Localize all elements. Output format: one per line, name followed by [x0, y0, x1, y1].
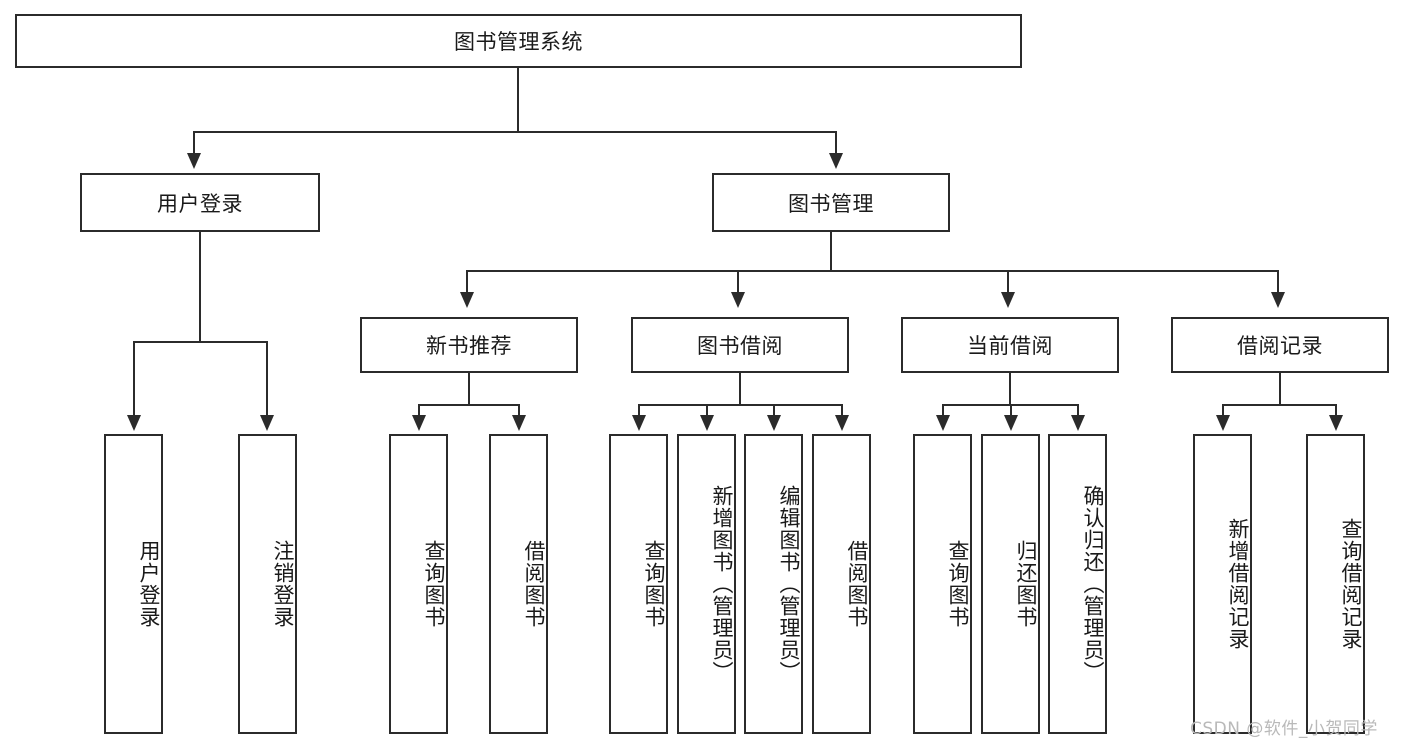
node-label: 新增借阅记录 — [1226, 518, 1250, 650]
arrowhead-cb-leaf-1 — [1004, 415, 1018, 431]
node-label: 借阅图书 — [845, 540, 869, 628]
connector-user-login-bus — [133, 341, 268, 343]
connector-bb-to-leaf-0 — [638, 404, 640, 416]
arrowhead-current-borrow — [1001, 292, 1015, 308]
connector-bm-to-book-borrow — [737, 270, 739, 293]
watermark-csdn: CSDN @软件_小贺同学 — [1190, 719, 1378, 739]
leaf-user-login-login[interactable]: 用户登录 — [104, 434, 163, 734]
node-book-management[interactable]: 图书管理 — [712, 173, 950, 232]
node-user-login[interactable]: 用户登录 — [80, 173, 320, 232]
node-label: 查询借阅记录 — [1339, 518, 1363, 650]
node-label: 查询图书 — [422, 540, 446, 628]
leaf-borrow-record-add-record[interactable]: 新增借阅记录 — [1193, 434, 1252, 734]
node-label: 用户登录 — [157, 191, 243, 216]
node-label: 当前借阅 — [967, 334, 1053, 358]
connector-nbr-bus — [418, 404, 519, 406]
arrowhead-cb-leaf-2 — [1071, 415, 1085, 431]
connector-root-stem — [517, 68, 519, 132]
arrowhead-user-login-leaf-0 — [127, 415, 141, 431]
arrowhead-bb-leaf-0 — [632, 415, 646, 431]
node-current-borrow[interactable]: 当前借阅 — [901, 317, 1119, 373]
connector-nbr-to-leaf-1 — [518, 404, 520, 416]
connector-bm-to-borrow-record — [1277, 270, 1279, 293]
node-label: 借阅记录 — [1237, 334, 1323, 358]
node-new-book-recommend[interactable]: 新书推荐 — [360, 317, 578, 373]
node-book-borrow[interactable]: 图书借阅 — [631, 317, 849, 373]
connector-book-management-stem — [830, 232, 832, 271]
connector-nbr-stem — [468, 373, 470, 405]
node-label: 借阅图书 — [522, 540, 546, 628]
leaf-current-borrow-confirm-return-admin[interactable]: 确认归还（管理员） — [1048, 434, 1107, 734]
connector-bb-bus — [638, 404, 843, 406]
node-label: 确认归还（管理员） — [1081, 485, 1105, 683]
connector-root-to-book-management — [835, 131, 837, 155]
node-borrow-record[interactable]: 借阅记录 — [1171, 317, 1389, 373]
connector-user-login-stem — [199, 232, 201, 342]
leaf-borrow-record-query-record[interactable]: 查询借阅记录 — [1306, 434, 1365, 734]
arrowhead-br-leaf-1 — [1329, 415, 1343, 431]
arrowhead-book-borrow — [731, 292, 745, 308]
arrowhead-book-management — [829, 153, 843, 169]
arrowhead-bb-leaf-1 — [700, 415, 714, 431]
connector-user-login-to-leaf-0 — [133, 341, 135, 416]
connector-cb-to-leaf-1 — [1010, 404, 1012, 416]
connector-user-login-to-leaf-1 — [266, 341, 268, 416]
arrowhead-br-leaf-0 — [1216, 415, 1230, 431]
connector-nbr-to-leaf-0 — [418, 404, 420, 416]
node-label: 注销登录 — [271, 540, 295, 628]
node-label: 归还图书 — [1014, 540, 1038, 628]
node-label: 查询图书 — [642, 540, 666, 628]
node-label: 查询图书 — [946, 540, 970, 628]
connector-cb-to-leaf-0 — [942, 404, 944, 416]
connector-root-to-user-login — [193, 131, 195, 155]
leaf-book-borrow-add-book-admin[interactable]: 新增图书（管理员） — [677, 434, 736, 734]
connector-bm-to-current-borrow — [1007, 270, 1009, 293]
node-root-book-management-system[interactable]: 图书管理系统 — [15, 14, 1022, 68]
connector-br-bus — [1222, 404, 1337, 406]
connector-br-to-leaf-1 — [1335, 404, 1337, 416]
connector-bb-to-leaf-3 — [841, 404, 843, 416]
arrowhead-nbr-leaf-0 — [412, 415, 426, 431]
node-label: 图书管理系统 — [454, 30, 583, 54]
arrowhead-nbr-leaf-1 — [512, 415, 526, 431]
node-label: 新增图书（管理员） — [710, 485, 734, 683]
leaf-book-borrow-borrow-book[interactable]: 借阅图书 — [812, 434, 871, 734]
leaf-book-borrow-edit-book-admin[interactable]: 编辑图书（管理员） — [744, 434, 803, 734]
node-label: 编辑图书（管理员） — [777, 485, 801, 683]
leaf-new-book-query-book[interactable]: 查询图书 — [389, 434, 448, 734]
arrowhead-bb-leaf-3 — [835, 415, 849, 431]
connector-book-management-bus — [466, 270, 1278, 272]
connector-root-bus — [193, 131, 837, 133]
connector-bb-to-leaf-1 — [706, 404, 708, 416]
node-label: 新书推荐 — [426, 334, 512, 358]
arrowhead-user-login — [187, 153, 201, 169]
arrowhead-cb-leaf-0 — [936, 415, 950, 431]
arrowhead-bb-leaf-2 — [767, 415, 781, 431]
leaf-current-borrow-return-book[interactable]: 归还图书 — [981, 434, 1040, 734]
connector-br-stem — [1279, 373, 1281, 405]
connector-bb-to-leaf-2 — [773, 404, 775, 416]
connector-cb-to-leaf-2 — [1077, 404, 1079, 416]
node-label: 用户登录 — [137, 540, 161, 628]
arrowhead-new-book-recommend — [460, 292, 474, 308]
node-label: 图书借阅 — [697, 334, 783, 358]
connector-cb-stem — [1009, 373, 1011, 405]
node-label: 图书管理 — [788, 191, 874, 216]
arrowhead-user-login-leaf-1 — [260, 415, 274, 431]
leaf-new-book-borrow-book[interactable]: 借阅图书 — [489, 434, 548, 734]
connector-br-to-leaf-0 — [1222, 404, 1224, 416]
leaf-user-login-logout[interactable]: 注销登录 — [238, 434, 297, 734]
leaf-current-borrow-query-book[interactable]: 查询图书 — [913, 434, 972, 734]
connector-bm-to-new-book — [466, 270, 468, 293]
arrowhead-borrow-record — [1271, 292, 1285, 308]
leaf-book-borrow-query-book[interactable]: 查询图书 — [609, 434, 668, 734]
connector-bb-stem — [739, 373, 741, 405]
